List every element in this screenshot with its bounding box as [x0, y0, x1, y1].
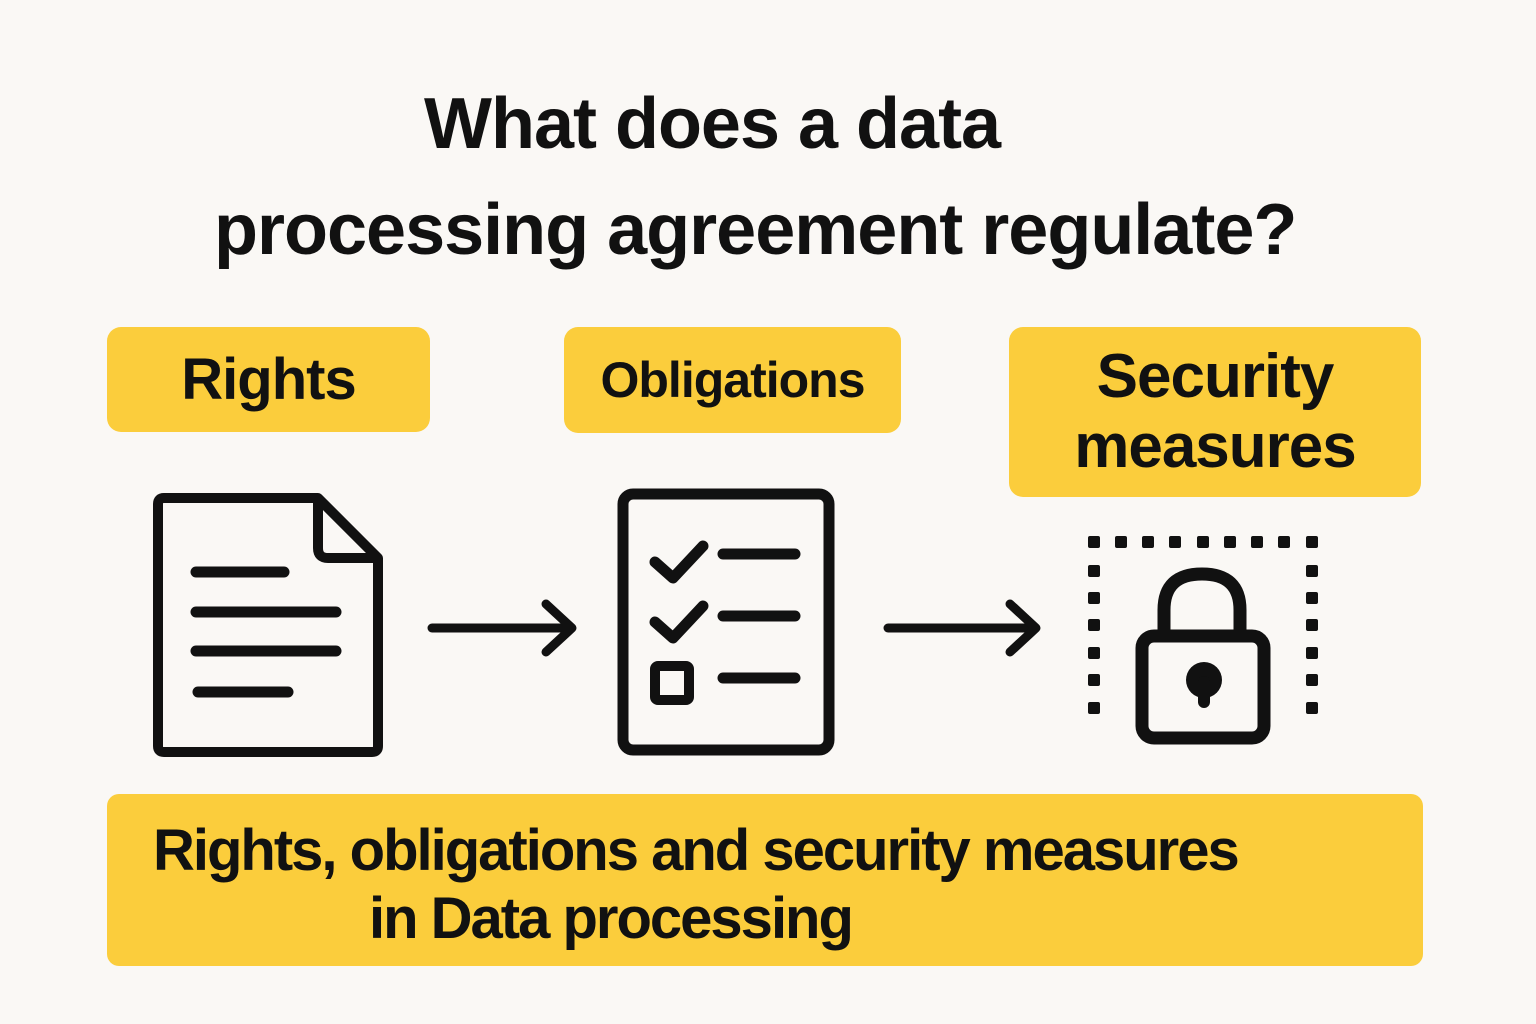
title-line-2: processing agreement regulate? [214, 190, 1297, 270]
security-label-line-2: measures [1074, 412, 1357, 481]
arrow-right-icon [427, 599, 577, 657]
arrow-right-icon [883, 599, 1041, 657]
empty-checkbox-icon [650, 661, 694, 705]
rights-label-text: Rights [181, 347, 356, 412]
checklist-icon [617, 488, 835, 756]
document-icon [153, 493, 383, 757]
summary-banner: Rights, obligations and security measure… [107, 794, 1423, 966]
obligations-label-text: Obligations [600, 352, 866, 408]
title-line-1: What does a data [424, 84, 1001, 164]
checkmark-icon [649, 600, 709, 644]
rights-label: Rights [107, 327, 430, 432]
checkmark-icon [649, 540, 709, 584]
padlock-shackle [1157, 567, 1247, 640]
security-label-line-1: Security [1096, 342, 1335, 411]
security-measures-label: Security measures [1009, 327, 1421, 497]
summary-line-2: in Data processing [369, 886, 854, 951]
summary-line-1: Rights, obligations and security measure… [153, 818, 1240, 883]
dotted-frame [1088, 536, 1318, 714]
padlock-icon [1088, 536, 1318, 745]
obligations-label: Obligations [564, 327, 901, 433]
